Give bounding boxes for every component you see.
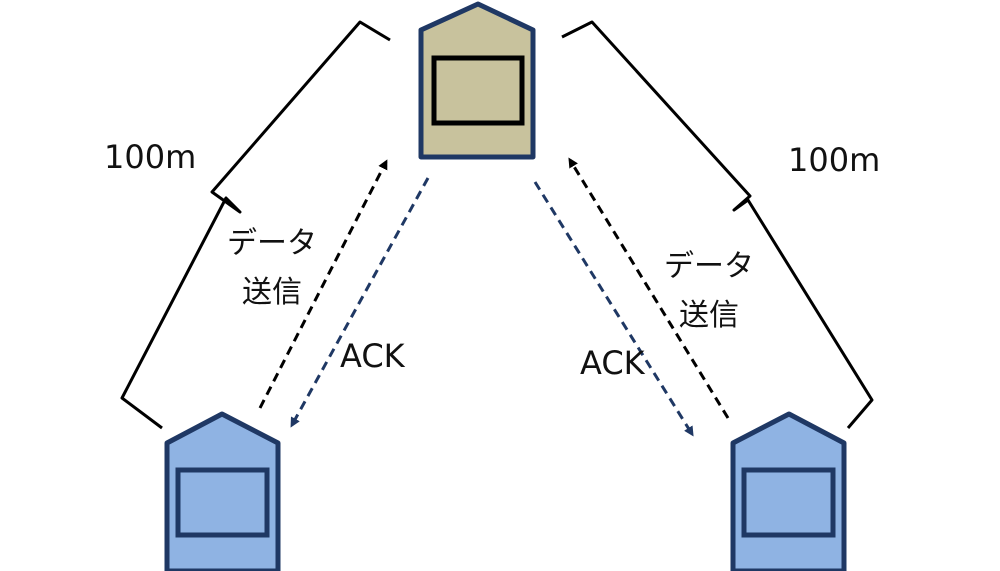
- right-ack-label: ACK: [580, 344, 646, 382]
- left-distance-brace: [120, 20, 391, 430]
- left-data-label-line2: 送信: [242, 275, 302, 310]
- top-node-screen: [431, 55, 525, 126]
- left-node: [164, 411, 281, 571]
- left-data-arrow: [258, 159, 388, 409]
- left-ack-arrow: [290, 177, 430, 428]
- left-ack-label: ACK: [340, 337, 406, 375]
- right-node-body: [730, 411, 847, 571]
- right-data-arrow: [568, 157, 730, 419]
- left-node-body: [164, 411, 281, 571]
- right-data-label-line2: 送信: [679, 298, 739, 333]
- right-distance-label: 100m: [788, 141, 880, 179]
- left-node-screen: [175, 467, 270, 538]
- right-distance-brace: [561, 20, 874, 429]
- right-node: [730, 411, 847, 571]
- top-node: [418, 1, 536, 160]
- left-data-label-line1: データ: [227, 226, 317, 261]
- left-distance-label: 100m: [104, 138, 196, 176]
- top-node-body: [418, 1, 536, 160]
- right-node-screen: [741, 467, 836, 538]
- right-data-label-line1: データ: [664, 249, 754, 284]
- right-ack-arrow: [533, 181, 694, 437]
